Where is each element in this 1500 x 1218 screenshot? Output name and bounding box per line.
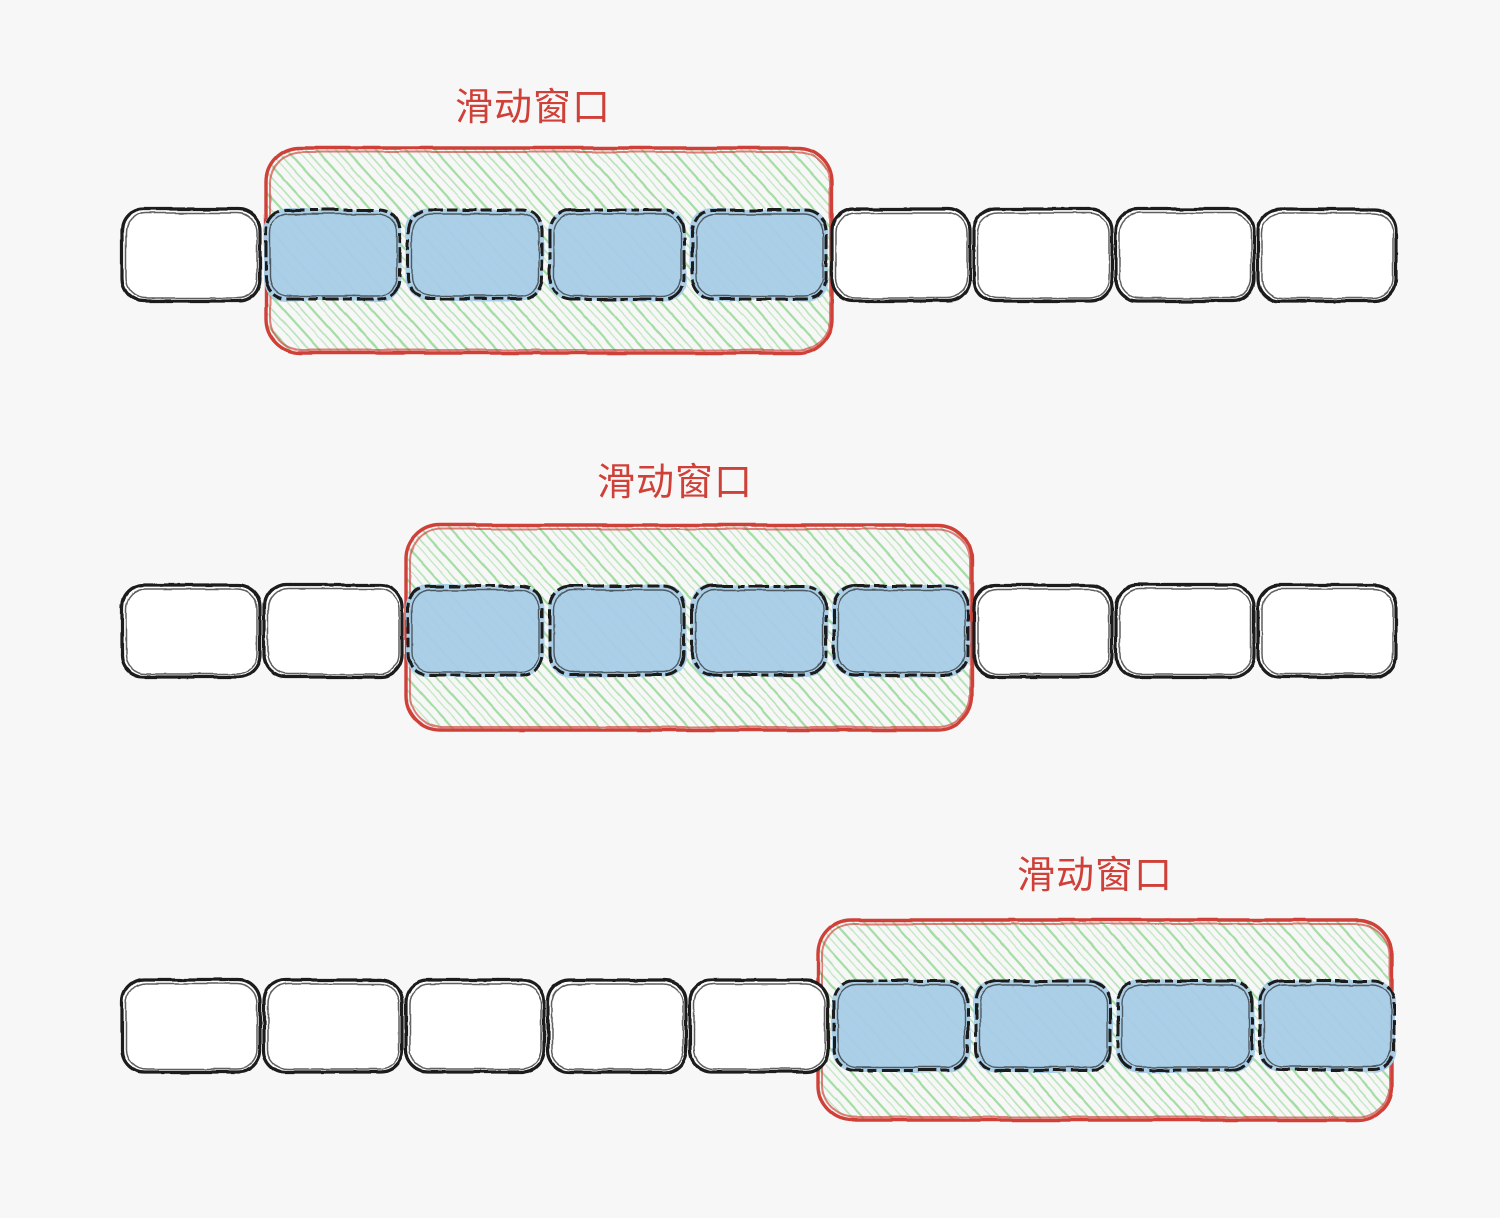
cell-highlighted[interactable] <box>832 584 970 677</box>
row-3-window-label: 滑动窗口 <box>1017 855 1173 897</box>
cell[interactable] <box>546 978 688 1074</box>
cell-highlighted[interactable] <box>548 208 686 301</box>
cell[interactable] <box>120 583 262 679</box>
cell-highlighted[interactable] <box>548 584 686 677</box>
row-2: 滑动窗口 <box>120 462 1398 732</box>
cell[interactable] <box>120 978 262 1074</box>
cell-highlighted[interactable] <box>264 208 402 301</box>
cell[interactable] <box>404 978 546 1074</box>
cell-highlighted[interactable] <box>1258 979 1396 1072</box>
cell[interactable] <box>1256 583 1398 679</box>
cell[interactable] <box>1114 207 1256 303</box>
cell-highlighted[interactable] <box>690 208 828 301</box>
row-2-window-hatch-fill <box>406 525 972 730</box>
cell[interactable] <box>120 207 262 303</box>
row-1-cells <box>120 207 1398 303</box>
cell[interactable] <box>1114 583 1256 679</box>
cell[interactable] <box>830 207 972 303</box>
row-3-cells <box>120 978 1396 1074</box>
row-1: 滑动窗口 <box>120 87 1398 355</box>
cell-highlighted[interactable] <box>1116 979 1254 1072</box>
row-2-window-label: 滑动窗口 <box>597 462 753 504</box>
row-3: 滑动窗口 <box>120 855 1396 1122</box>
cell[interactable] <box>972 583 1114 679</box>
cell[interactable] <box>262 978 404 1074</box>
row-2-cells <box>120 583 1398 679</box>
cell[interactable] <box>262 583 404 679</box>
cell-highlighted[interactable] <box>406 584 544 677</box>
cell-highlighted[interactable] <box>406 208 544 301</box>
cell-highlighted[interactable] <box>690 584 828 677</box>
row-1-window-label: 滑动窗口 <box>455 87 611 129</box>
cell[interactable] <box>688 978 830 1074</box>
cell[interactable] <box>972 207 1114 303</box>
cell[interactable] <box>1256 207 1398 303</box>
cell-highlighted[interactable] <box>974 979 1112 1072</box>
cell-highlighted[interactable] <box>832 979 970 1072</box>
